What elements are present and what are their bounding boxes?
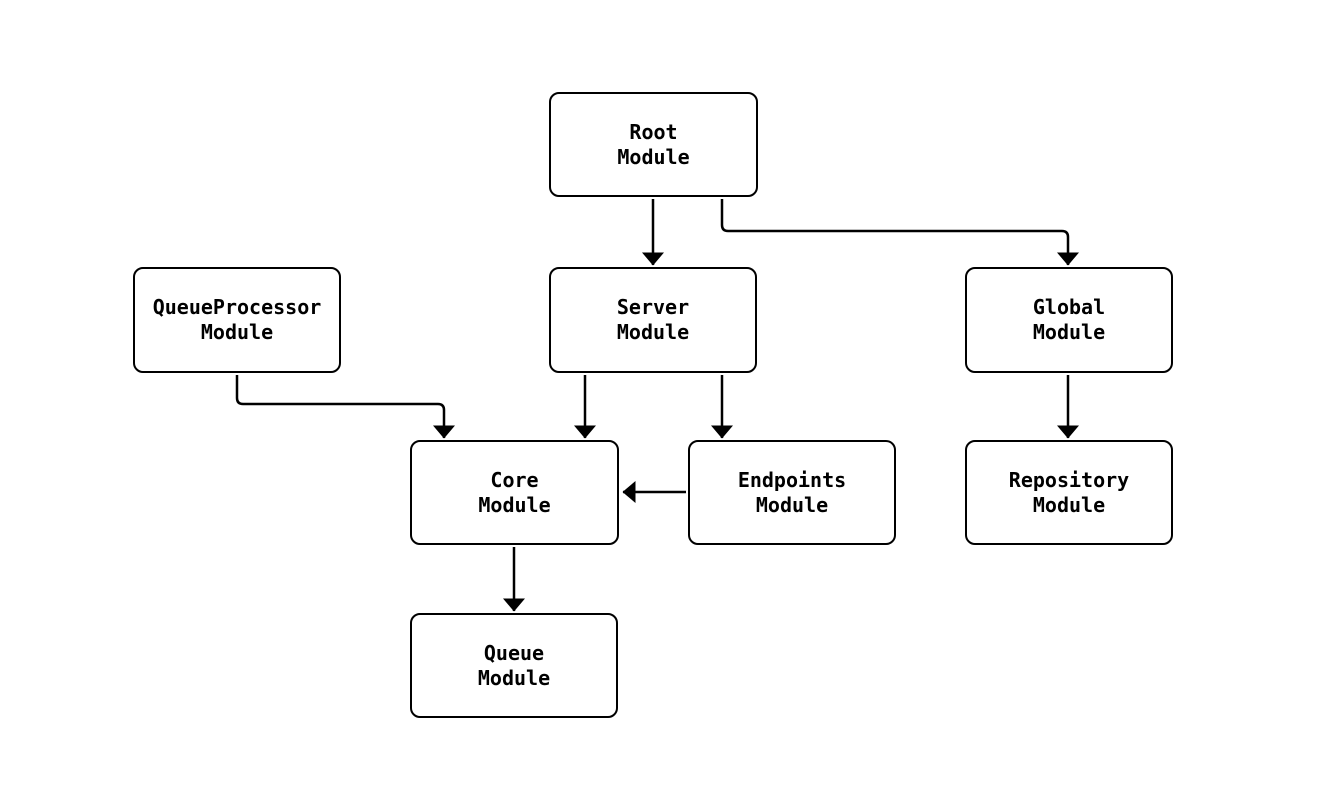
node-queueprocessor: QueueProcessor Module xyxy=(133,267,341,373)
node-repository-label: Repository Module xyxy=(1008,467,1130,517)
node-endpoints: Endpoints Module xyxy=(688,440,896,545)
node-queue: Queue Module xyxy=(410,613,618,718)
node-core-label: Core Module xyxy=(478,467,551,517)
node-repository: Repository Module xyxy=(965,440,1173,545)
edge-group xyxy=(235,199,1079,612)
node-endpoints-label: Endpoints Module xyxy=(737,467,847,517)
node-root: Root Module xyxy=(549,92,758,197)
node-core: Core Module xyxy=(410,440,619,545)
edge-queueprocessor-to-core xyxy=(235,375,455,439)
node-queueprocessor-label: QueueProcessor Module xyxy=(152,295,322,344)
node-queue-label: Queue Module xyxy=(477,640,551,690)
node-server: Server Module xyxy=(549,267,757,373)
node-root-label: Root Module xyxy=(617,119,690,169)
node-server-label: Server Module xyxy=(616,295,690,344)
node-global-label: Global Module xyxy=(1032,295,1106,344)
node-global: Global Module xyxy=(965,267,1173,373)
edge-root-to-global xyxy=(720,199,1079,266)
